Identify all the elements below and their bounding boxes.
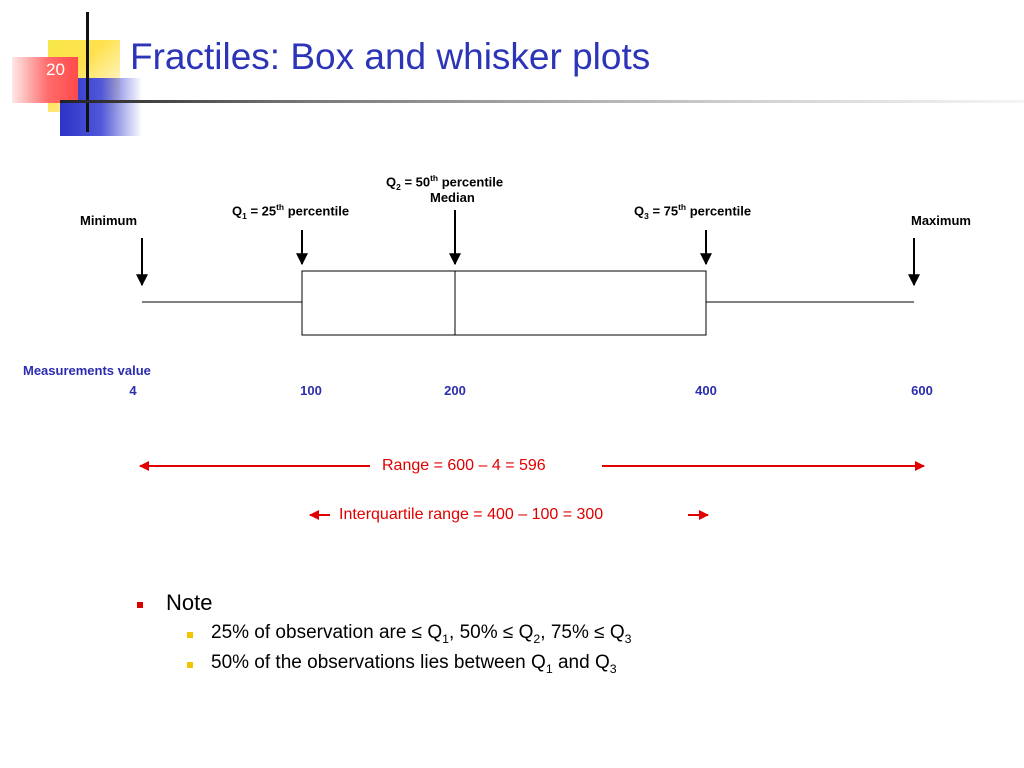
axis-title: Measurements value xyxy=(23,363,151,378)
note-heading: Note xyxy=(166,590,213,615)
header-vertical-line xyxy=(86,12,89,132)
slide-number: 20 xyxy=(46,60,65,79)
tick-label: 4 xyxy=(129,383,137,398)
interquartile-box xyxy=(301,270,707,336)
median-label: Median xyxy=(430,190,475,205)
header-red-square xyxy=(12,57,78,103)
tick-label: 600 xyxy=(911,383,933,398)
slide-title: Fractiles: Box and whisker plots xyxy=(130,36,651,77)
bullet-marker xyxy=(187,662,193,668)
minimum-label: Minimum xyxy=(80,213,138,228)
q3-label: Q3 = 75th percentile xyxy=(634,202,752,221)
iqr-label: Interquartile range = 400 – 100 = 300 xyxy=(339,506,604,523)
bullet-marker xyxy=(137,602,143,608)
bullet-marker xyxy=(187,632,193,638)
q2-label: Q2 = 50th percentile xyxy=(386,173,504,192)
header-horizontal-line xyxy=(60,100,1024,103)
maximum-label: Maximum xyxy=(911,213,971,228)
tick-label: 100 xyxy=(300,383,322,398)
tick-label: 200 xyxy=(444,383,466,398)
q1-label: Q1 = 25th percentile xyxy=(232,202,350,221)
note-item-1: 25% of observation are ≤ Q1, 50% ≤ Q2, 7… xyxy=(211,622,632,646)
note-item-2: 50% of the observations lies between Q1 … xyxy=(211,652,617,676)
tick-label: 400 xyxy=(695,383,717,398)
range-label: Range = 600 – 4 = 596 xyxy=(382,457,546,474)
